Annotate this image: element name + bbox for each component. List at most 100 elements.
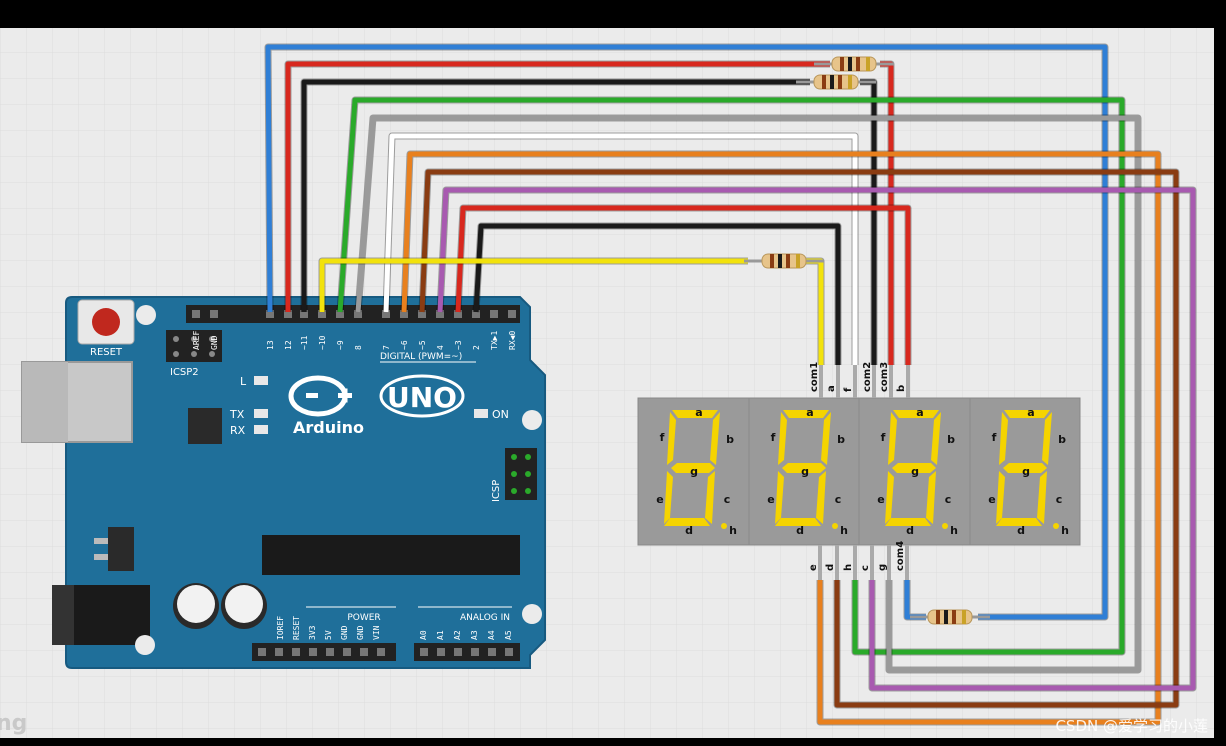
power-pin-hole <box>309 648 317 656</box>
wire-purple-pin4 <box>437 187 1196 691</box>
seg-c <box>705 471 715 524</box>
top-pin-leg <box>819 365 823 398</box>
segment-label-h: h <box>950 524 958 537</box>
seg-f <box>667 412 676 465</box>
digital-pin-hole <box>210 310 218 318</box>
digital-header <box>186 305 520 323</box>
seg-f <box>888 412 897 465</box>
seg-e <box>664 471 673 524</box>
digital-pin-label: ~10 <box>318 335 327 350</box>
digital-pin-hole <box>266 310 274 318</box>
top-pin-leg <box>836 365 840 398</box>
segment-label-d: d <box>796 524 804 537</box>
segment-label-c: c <box>1056 493 1063 506</box>
analog-pin-label: A3 <box>470 630 479 640</box>
digital-pin-label: 7 <box>382 345 391 350</box>
seg-a <box>893 410 939 418</box>
top-pin-label: a <box>826 385 837 392</box>
bottom-pin-label: c <box>860 565 871 571</box>
segment-label-a: a <box>806 406 813 419</box>
led-on <box>474 409 488 418</box>
segment-label-c: c <box>724 493 731 506</box>
resistors <box>744 56 990 625</box>
resistor-4 <box>910 609 990 625</box>
seg-dp <box>1053 523 1059 529</box>
digital-pin-hole <box>472 310 480 318</box>
power-pin-hole <box>360 648 368 656</box>
digital-pin-label: ~6 <box>400 340 409 350</box>
power-pin-hole <box>377 648 385 656</box>
led-rx-label: RX <box>230 424 246 437</box>
bottom-pin-leg <box>887 545 891 580</box>
digital-pin-label: ~5 <box>418 340 427 350</box>
segment-label-h: h <box>1061 524 1069 537</box>
reset-label: RESET <box>90 347 123 358</box>
seg-f <box>999 412 1008 465</box>
analog-pin-hole <box>471 648 479 656</box>
bottom-pin-leg <box>905 545 909 580</box>
power-pin-hole <box>275 648 283 656</box>
analog-pin-hole <box>488 648 496 656</box>
digital-pin-label: ~9 <box>336 340 345 350</box>
segment-label-f: f <box>992 431 997 444</box>
voltage-regulator <box>108 527 134 571</box>
corner-text: ng <box>0 711 27 736</box>
led-tx <box>254 409 268 418</box>
segment-label-d: d <box>1017 524 1025 537</box>
seg-g <box>892 463 936 473</box>
digital-pin-label: 13 <box>266 340 275 350</box>
seg-c <box>816 471 826 524</box>
power-pin-hole <box>258 648 266 656</box>
digital-pin-hole <box>284 310 292 318</box>
seg-a <box>783 410 829 418</box>
power-pin-label: IOREF <box>276 616 285 640</box>
icsp2-header <box>166 330 222 362</box>
power-pin-label: RESET <box>292 616 301 640</box>
led-l <box>254 376 268 385</box>
seg-a <box>672 410 718 418</box>
small-chip <box>188 408 222 444</box>
seg-g <box>671 463 715 473</box>
wire-yellow-pin10 <box>319 258 748 312</box>
top-pin-label: com2 <box>862 362 873 392</box>
digital-pin-label: 12 <box>284 340 293 350</box>
segment-label-a: a <box>916 406 923 419</box>
arduino-logo <box>288 375 352 417</box>
digital-pin-label: TX▶1 <box>490 331 499 350</box>
resistor-3 <box>744 253 824 269</box>
digital-pin-hole <box>354 310 362 318</box>
bottom-pin-label: com4 <box>895 541 906 571</box>
digital-pin-hole <box>382 310 390 318</box>
led-rx <box>254 425 268 434</box>
segment-label-d: d <box>685 524 693 537</box>
wire-red-pin12 <box>285 61 830 312</box>
segment-label-h: h <box>840 524 848 537</box>
digital-pin-hole <box>436 310 444 318</box>
main-chip <box>262 535 520 575</box>
power-pin-label: GND <box>356 625 365 640</box>
capacitor-left <box>173 583 219 629</box>
seg-e <box>996 471 1005 524</box>
seg-d <box>885 518 931 526</box>
power-pin-label: 3V3 <box>308 625 317 640</box>
brand-label: Arduino <box>293 418 364 437</box>
analog-pin-hole <box>420 648 428 656</box>
watermark: CSDN @爱学习的小莲 <box>1055 717 1208 735</box>
digital-pin-hole <box>418 310 426 318</box>
segment-label-g: g <box>1022 465 1030 478</box>
digital-pin-label: ~11 <box>300 335 309 350</box>
analog-header <box>414 643 520 661</box>
led-l-label: L <box>240 375 247 388</box>
analog-pin-label: A2 <box>453 630 462 640</box>
segment-label-d: d <box>906 524 914 537</box>
segment-label-g: g <box>801 465 809 478</box>
power-header <box>252 643 396 661</box>
seg-b <box>931 412 941 465</box>
wire-white-pin7 <box>383 133 858 365</box>
seg-c <box>926 471 936 524</box>
segment-label-a: a <box>1027 406 1034 419</box>
